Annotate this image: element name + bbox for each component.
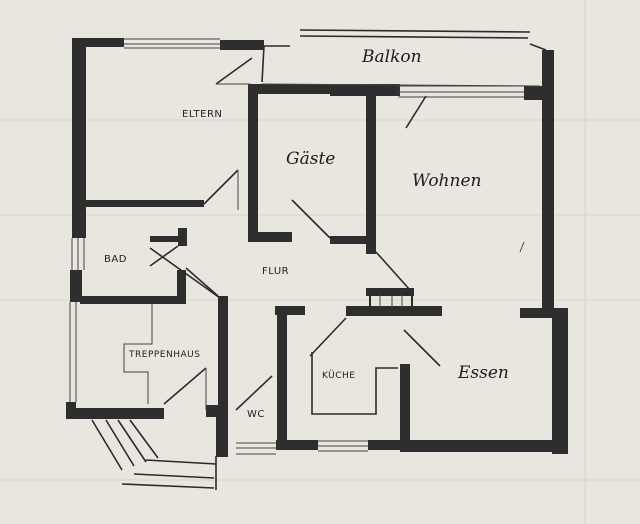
- entrance-steps: [91, 419, 217, 490]
- room-label-wc: WC: [247, 409, 265, 420]
- room-label-wohnen: Wohnen: [412, 171, 481, 191]
- room-label-gaeste: Gäste: [286, 149, 335, 169]
- room-label-kueche: KÜCHE: [322, 370, 356, 381]
- room-label-balkon: Balkon: [361, 47, 422, 67]
- room-label-bad: BAD: [104, 254, 127, 265]
- room-label-flur: FLUR: [262, 266, 289, 277]
- room-label-treppenhaus: TREPPENHAUS: [128, 350, 200, 360]
- doors: [123, 57, 525, 415]
- room-label-essen: Essen: [457, 363, 509, 383]
- walls: [66, 38, 568, 457]
- room-label-eltern: ELTERN: [182, 109, 222, 120]
- balcony-outline: [261, 29, 547, 87]
- room-labels: Balkon ELTERN Gäste Wohnen BAD FLUR TREP…: [104, 47, 509, 420]
